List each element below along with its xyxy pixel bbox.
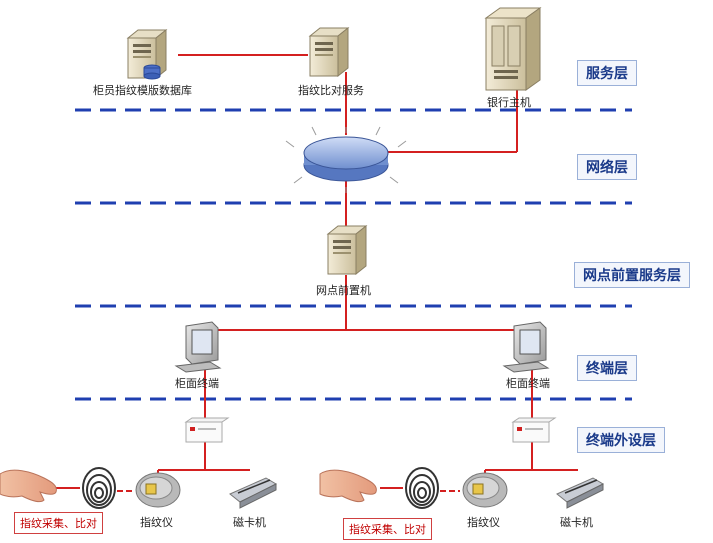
layer-label-service: 服务层	[577, 60, 637, 86]
server-icon	[308, 26, 350, 78]
node-label-fingerprint-compare: 指纹比对服务	[298, 84, 364, 97]
interface-box-icon	[184, 417, 230, 443]
monitor-icon	[502, 321, 550, 373]
hand-icon	[319, 469, 377, 503]
fingerprint-reader-icon	[135, 472, 181, 508]
interface-box-icon	[511, 417, 557, 443]
layer-label-terminal-peripheral: 终端外设层	[577, 427, 665, 453]
hand-icon	[0, 469, 57, 503]
database-icon	[143, 64, 161, 80]
node-label-terminal-right: 柜面终端	[506, 377, 550, 390]
fingerprint-icon	[82, 467, 116, 509]
server-icon	[326, 224, 368, 276]
node-label-fp-reader-right: 指纹仪	[467, 516, 500, 529]
mainframe-icon	[484, 7, 542, 91]
layer-separators	[75, 108, 632, 401]
card-reader-icon	[556, 477, 605, 509]
network-hub-icon	[285, 126, 407, 193]
node-label-card-reader-left: 磁卡机	[233, 516, 266, 529]
layer-label-branch-front: 网点前置服务层	[574, 262, 690, 288]
note-capture-left: 指纹采集、比对	[14, 512, 103, 534]
note-capture-right: 指纹采集、比对	[343, 518, 432, 540]
node-label-template-db: 柜员指纹模版数据库	[93, 84, 192, 97]
fingerprint-reader-icon	[462, 472, 508, 508]
layer-label-network: 网络层	[577, 154, 637, 180]
links	[55, 54, 578, 492]
node-label-bank-host: 银行主机	[487, 96, 531, 109]
node-label-fp-reader-left: 指纹仪	[140, 516, 173, 529]
node-label-branch-front: 网点前置机	[316, 284, 371, 297]
layer-label-terminal: 终端层	[577, 355, 637, 381]
card-reader-icon	[229, 477, 278, 509]
node-label-card-reader-right: 磁卡机	[560, 516, 593, 529]
monitor-icon	[174, 321, 222, 373]
node-label-terminal-left: 柜面终端	[175, 377, 219, 390]
server-icon	[126, 28, 168, 80]
fingerprint-icon	[405, 467, 439, 509]
